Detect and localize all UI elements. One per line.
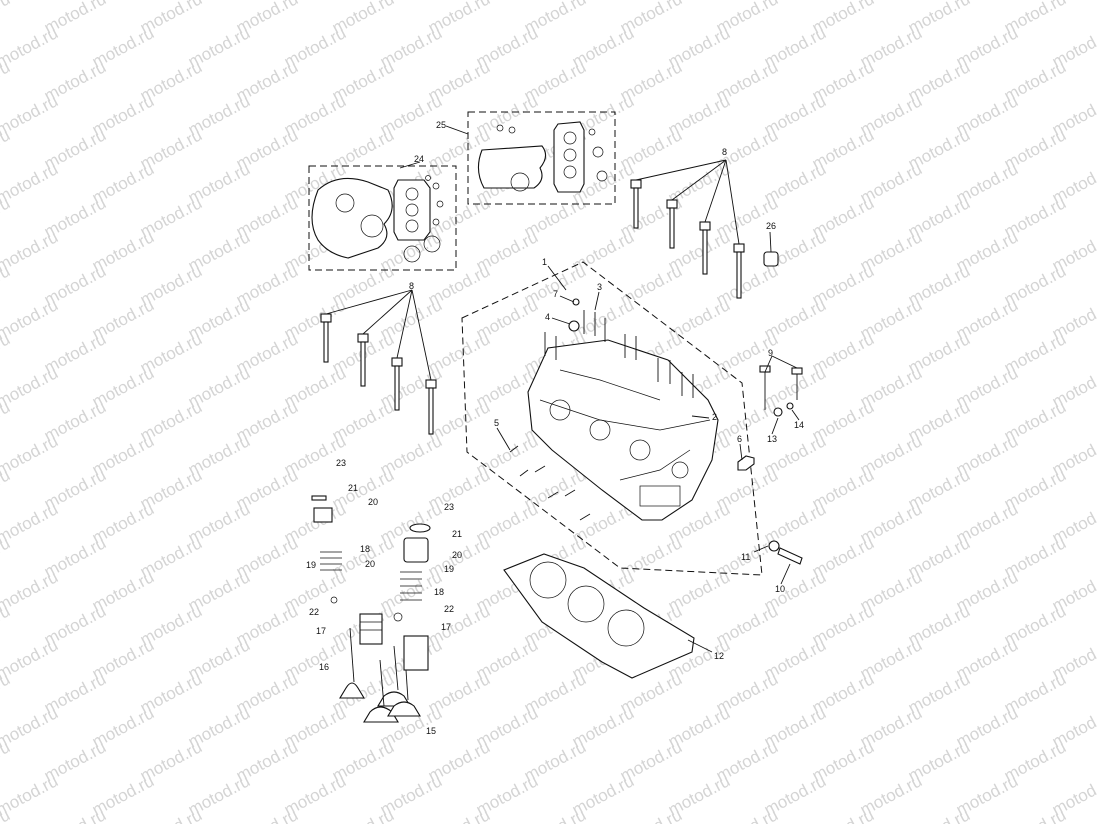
watermark-text: motod.ru xyxy=(0,227,61,275)
watermark-text: motod.ru xyxy=(1001,805,1069,824)
watermark-text: motod.ru xyxy=(0,91,61,139)
watermark-text: motod.ru xyxy=(329,805,397,824)
callout-19-right: 19 xyxy=(444,564,454,574)
callout-21-left: 21 xyxy=(348,483,358,493)
callout-11: 11 xyxy=(741,552,750,562)
callout-17-left: 17 xyxy=(316,626,326,636)
callout-23-left: 23 xyxy=(336,458,346,468)
callout-26: 26 xyxy=(766,221,776,231)
callout-20-upper: 20 xyxy=(368,497,378,507)
callout-5: 5 xyxy=(494,418,499,428)
watermark-text: motod.ru xyxy=(233,805,301,824)
watermark-text: motod.ru xyxy=(425,805,493,824)
callout-20-right: 20 xyxy=(452,550,462,560)
callout-19-left: 19 xyxy=(306,560,316,570)
watermark-text: motod.ru xyxy=(0,0,13,38)
cylinder-head-assembly xyxy=(461,261,763,576)
callout-22-right: 22 xyxy=(444,604,454,614)
callout-25: 25 xyxy=(436,120,446,130)
watermark-text: motod.ru xyxy=(713,805,781,824)
bolts-8-upper xyxy=(630,179,745,299)
callout-14: 14 xyxy=(794,420,804,430)
watermark-text: motod.ru xyxy=(0,567,61,615)
head-bolts-3 xyxy=(544,310,694,398)
callout-17-right: 17 xyxy=(441,622,451,632)
callout-8-upper: 8 xyxy=(722,147,727,157)
watermark-text: motod.ru xyxy=(0,703,61,751)
valve-train-left xyxy=(311,495,411,707)
gasket-kit-25 xyxy=(467,111,616,205)
callout-8-left: 8 xyxy=(409,281,414,291)
callout-4: 4 xyxy=(545,312,550,322)
callout-7: 7 xyxy=(553,289,558,299)
watermark-text: motod.ru xyxy=(0,363,61,411)
callout-15: 15 xyxy=(426,726,436,736)
watermark-text: motod.ru xyxy=(0,23,61,71)
watermark-text: motod.ru xyxy=(0,295,61,343)
watermark-text: motod.ru xyxy=(0,771,61,819)
washer-13 xyxy=(773,407,783,417)
watermark-text: motod.ru xyxy=(809,805,877,824)
callout-2: 2 xyxy=(712,412,717,422)
watermark-text: motod.ru xyxy=(137,805,205,824)
callout-3: 3 xyxy=(597,282,602,292)
watermark-text: motod.ru xyxy=(41,805,109,824)
watermark-text: motod.ru xyxy=(0,159,61,207)
head-gasket-12 xyxy=(503,553,695,679)
watermark-text: motod.ru xyxy=(0,431,61,479)
callout-24: 24 xyxy=(414,154,424,164)
leader-lines xyxy=(325,125,800,653)
callout-18-right: 18 xyxy=(434,587,444,597)
callout-23-right: 23 xyxy=(444,502,454,512)
callout-21-right: 21 xyxy=(452,529,462,539)
fitting-6 xyxy=(737,455,755,471)
callout-6: 6 xyxy=(737,434,742,444)
watermark-text: motod.ru xyxy=(521,805,589,824)
callout-10: 10 xyxy=(775,584,785,594)
callout-12: 12 xyxy=(714,651,724,661)
fitting-10-11 xyxy=(768,540,803,565)
callout-13: 13 xyxy=(767,434,777,444)
nut-4 xyxy=(568,320,580,332)
washer-14 xyxy=(786,402,794,410)
valve-train-right xyxy=(363,523,431,723)
watermark-text: motod.ru xyxy=(905,805,973,824)
gasket-kit-24 xyxy=(308,165,457,271)
callout-16: 16 xyxy=(319,662,329,672)
cap-26 xyxy=(763,251,779,267)
callout-9: 9 xyxy=(768,348,773,358)
watermark-text: motod.ru xyxy=(0,635,61,683)
callout-1: 1 xyxy=(542,257,547,267)
watermark-text: motod.ru xyxy=(0,499,61,547)
callout-20-left: 20 xyxy=(365,559,375,569)
callout-22-left: 22 xyxy=(309,607,319,617)
watermark-text: motod.ru xyxy=(617,805,685,824)
callout-18-left: 18 xyxy=(360,544,370,554)
